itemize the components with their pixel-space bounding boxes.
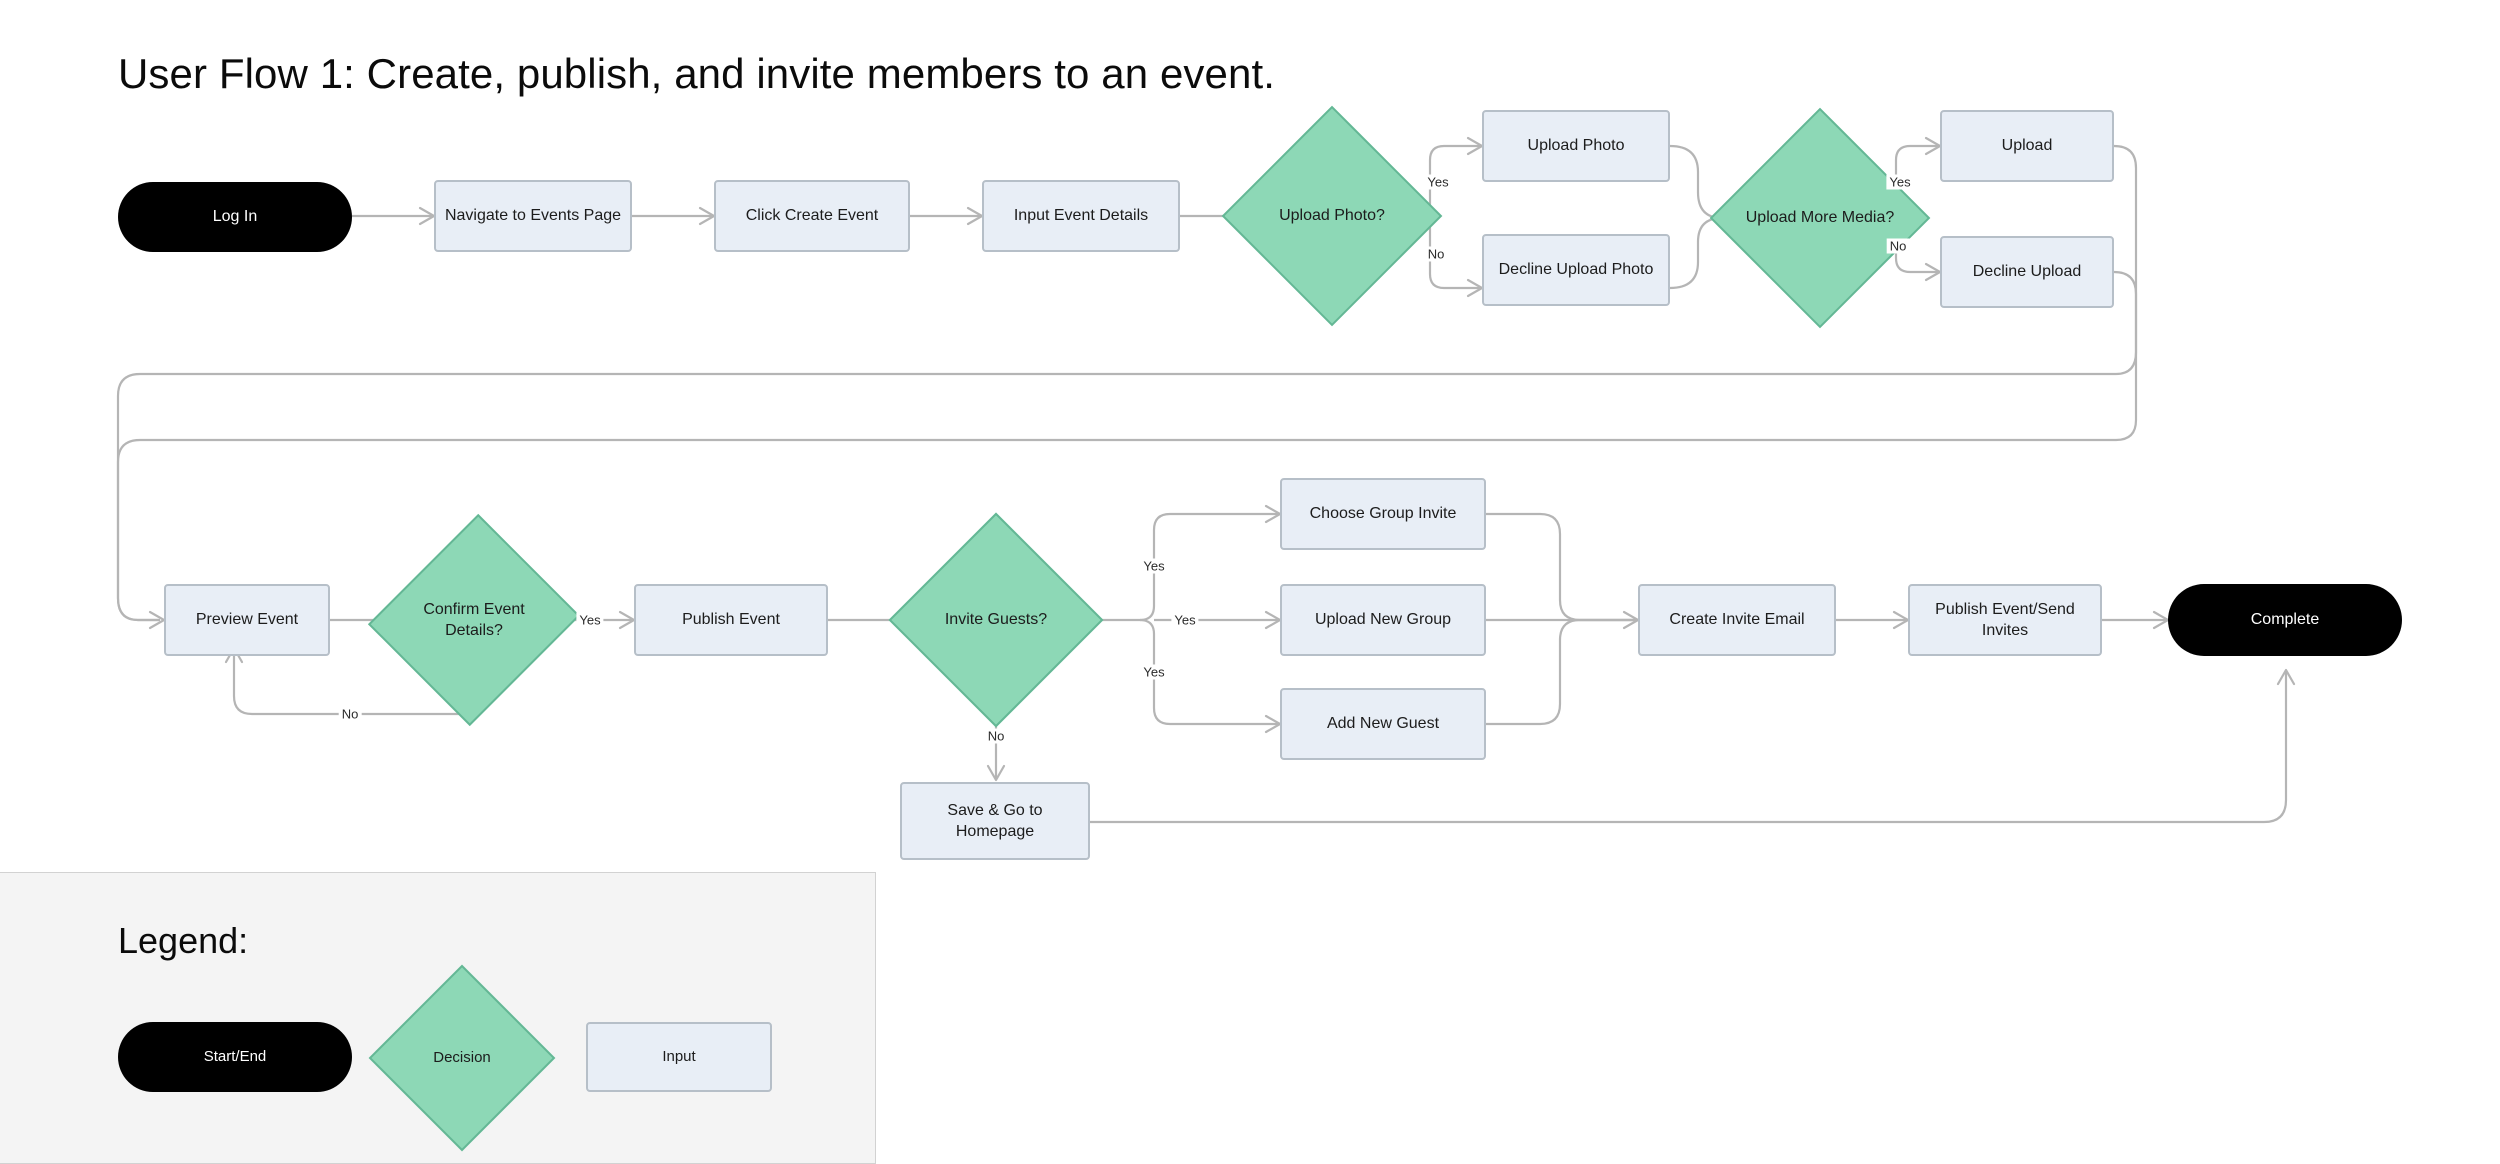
node-label: Add New Guest — [1326, 715, 1440, 733]
edge-label-upload-photo-no: No — [1424, 246, 1448, 262]
node-label: Navigate to Events Page — [444, 207, 622, 225]
legend-title: Legend: — [118, 920, 249, 961]
node-preview-event[interactable]: Preview Event — [164, 584, 330, 656]
node-publish-event[interactable]: Publish Event — [634, 584, 828, 656]
edge-label-confirm-no: No — [338, 706, 362, 722]
edge-label-upload-photo-yes: Yes — [1424, 174, 1452, 190]
node-decline-upload[interactable]: Decline Upload — [1940, 236, 2114, 308]
node-label: Create Invite Email — [1669, 611, 1805, 629]
legend-item-input: Input — [586, 1022, 772, 1092]
node-create-invite-email[interactable]: Create Invite Email — [1638, 584, 1836, 656]
node-label: Decline Upload — [1972, 263, 2082, 281]
legend-item-label: Start/End — [203, 1048, 267, 1066]
edge-label-upload-more-no: No — [1886, 238, 1910, 254]
node-save-go-homepage[interactable]: Save & Go to Homepage — [900, 782, 1090, 860]
node-label: Upload Photo? — [1279, 207, 1385, 225]
node-label: Choose Group Invite — [1309, 505, 1457, 523]
node-label: Click Create Event — [745, 207, 879, 225]
edge-label-invite-yes-3: Yes — [1140, 664, 1168, 680]
node-upload-new-group[interactable]: Upload New Group — [1280, 584, 1486, 656]
node-invite-guests-question[interactable]: Invite Guests? — [888, 512, 1104, 728]
legend-item-label: Decision — [433, 1049, 491, 1067]
node-label: Invite Guests? — [944, 611, 1048, 629]
edge-label-invite-no: No — [984, 728, 1008, 744]
node-label: Preview Event — [195, 611, 299, 629]
node-click-create-event[interactable]: Click Create Event — [714, 180, 910, 252]
node-publish-send-invites[interactable]: Publish Event/Send Invites — [1908, 584, 2102, 656]
node-label: Input Event Details — [1013, 207, 1149, 225]
legend-item-start-end: Start/End — [118, 1022, 352, 1092]
node-choose-group-invite[interactable]: Choose Group Invite — [1280, 478, 1486, 550]
edge-label-invite-yes-1: Yes — [1140, 558, 1168, 574]
node-label: Log In — [212, 208, 258, 226]
node-label: Publish Event — [682, 611, 780, 629]
edge-label-upload-more-yes: Yes — [1886, 174, 1914, 190]
node-complete[interactable]: Complete — [2168, 584, 2402, 656]
node-label: Upload New Group — [1314, 611, 1452, 629]
legend-item-decision: Decision — [368, 964, 556, 1152]
legend-item-label: Input — [662, 1048, 696, 1066]
node-label: Complete — [2250, 611, 2320, 629]
node-upload-photo-question[interactable]: Upload Photo? — [1221, 105, 1443, 327]
node-label: Upload Photo — [1527, 137, 1625, 155]
page-title: User Flow 1: Create, publish, and invite… — [118, 50, 1275, 97]
node-add-new-guest[interactable]: Add New Guest — [1280, 688, 1486, 760]
node-log-in[interactable]: Log In — [118, 182, 352, 252]
node-label: Confirm Event Details? — [423, 600, 525, 639]
node-label: Upload — [2001, 137, 2053, 155]
node-upload-photo[interactable]: Upload Photo — [1482, 110, 1670, 182]
node-label: Save & Go to Homepage — [947, 801, 1043, 840]
node-label: Upload More Media? — [1745, 209, 1895, 227]
node-upload[interactable]: Upload — [1940, 110, 2114, 182]
edge-label-invite-yes-2: Yes — [1171, 612, 1199, 628]
node-upload-more-media-question[interactable]: Upload More Media? — [1709, 107, 1931, 329]
node-confirm-event-question[interactable]: Confirm Event Details? — [367, 513, 581, 727]
node-navigate-events[interactable]: Navigate to Events Page — [434, 180, 632, 252]
node-label: Publish Event/Send Invites — [1935, 600, 2075, 639]
edge-label-confirm-yes: Yes — [576, 612, 604, 628]
node-input-event-details[interactable]: Input Event Details — [982, 180, 1180, 252]
node-decline-upload-photo[interactable]: Decline Upload Photo — [1482, 234, 1670, 306]
node-label: Decline Upload Photo — [1498, 261, 1654, 279]
